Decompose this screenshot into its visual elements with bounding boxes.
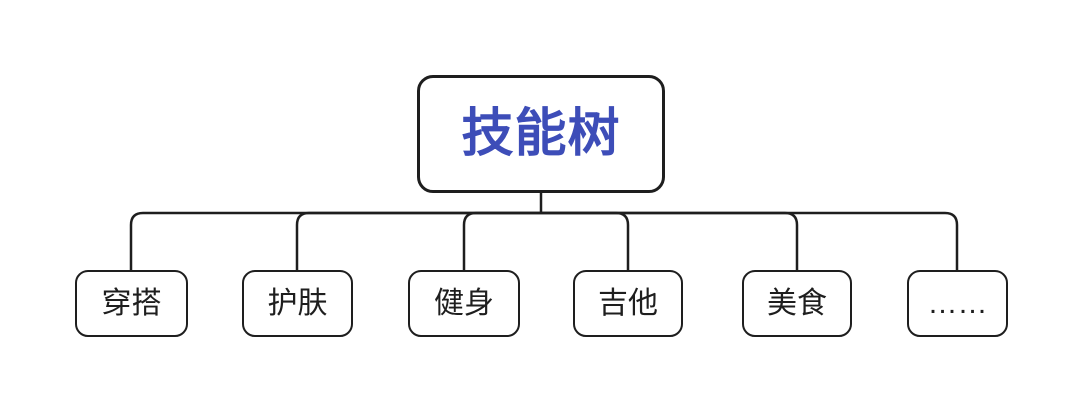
- child-node-label: 吉他: [598, 286, 658, 320]
- connector-to-child-5: [541, 211, 799, 271]
- child-node-food: 美食: [742, 270, 852, 337]
- child-node-skincare: 护肤: [242, 270, 353, 337]
- connector-to-child-6: [541, 211, 959, 271]
- child-node-fitness: 健身: [408, 270, 520, 337]
- connector-to-child-1: [129, 211, 541, 271]
- child-node-outfit: 穿搭: [75, 270, 188, 337]
- root-node-label: 技能树: [461, 105, 621, 163]
- connector-to-child-3: [462, 211, 541, 271]
- child-node-label: 护肤: [267, 286, 328, 320]
- root-node-skill-tree: 技能树: [417, 75, 665, 193]
- child-node-more: ……: [907, 270, 1008, 337]
- child-node-guitar: 吉他: [573, 270, 683, 337]
- child-node-label: ……: [927, 286, 988, 320]
- connector-to-child-2: [295, 211, 541, 271]
- child-node-label: 穿搭: [101, 286, 162, 320]
- child-node-label: 美食: [767, 286, 827, 320]
- child-node-label: 健身: [434, 286, 494, 320]
- connector-to-child-4: [541, 211, 630, 271]
